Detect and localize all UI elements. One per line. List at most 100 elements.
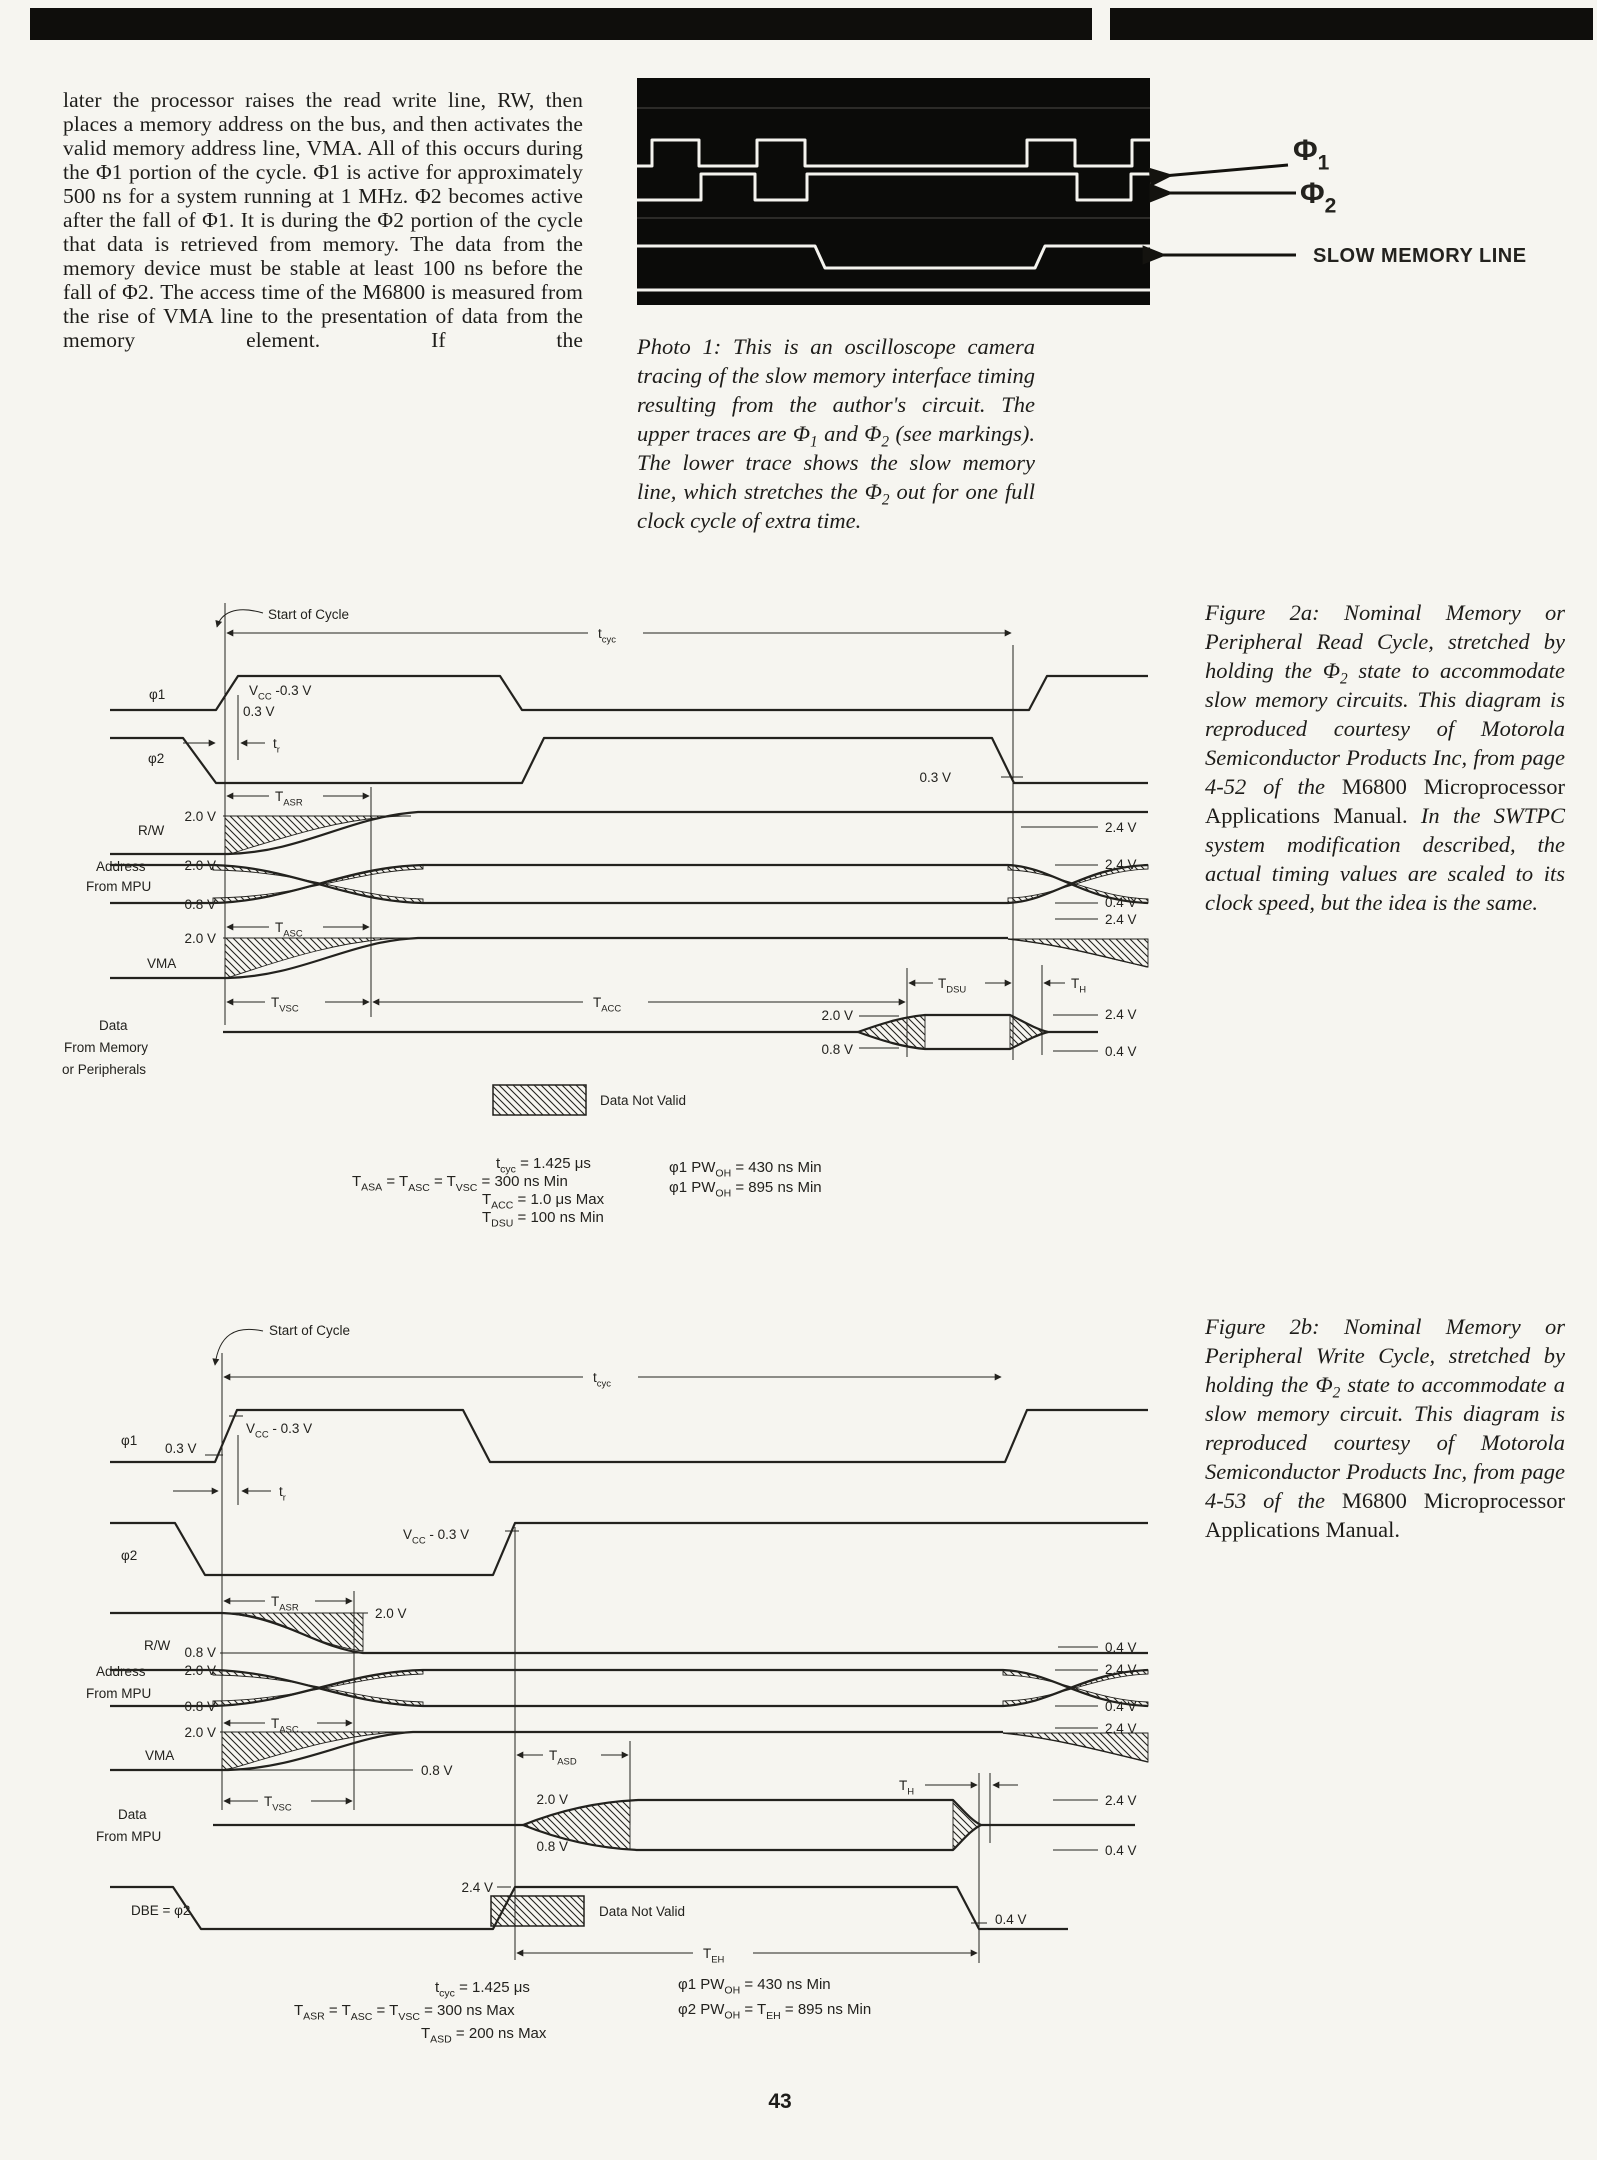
svg-text:2.0 V: 2.0 V (536, 1792, 568, 1807)
svg-text:0.8 V: 0.8 V (421, 1763, 453, 1778)
svg-text:Data: Data (118, 1807, 147, 1822)
svg-text:TVSC: TVSC (264, 1794, 292, 1813)
svg-text:2.0 V: 2.0 V (184, 931, 216, 946)
photo-label-slow-memory: SLOW MEMORY LINE (1313, 245, 1527, 267)
fig2a-legend: Data Not Valid (492, 1084, 686, 1116)
fig2b-legend: Data Not Valid (490, 1895, 685, 1927)
fig2b-address-row: Address From MPU 2.0 V 0.8 V 2.4 V 0.4 V (86, 1662, 1149, 1714)
svg-text:φ1 PWOH = 430 ns Min: φ1 PWOH = 430 ns Min (669, 1159, 822, 1180)
svg-text:Address: Address (96, 1664, 146, 1679)
svg-text:0.4 V: 0.4 V (1105, 1640, 1137, 1655)
fig2b-tcyc-dimension: tcyc (223, 1370, 1002, 1389)
trace-phi1 (637, 138, 1150, 168)
fig2a-caption: Figure 2a: Nominal Memory or Peripheral … (1205, 600, 1566, 915)
fig2a-tasc-dimension: TASC (226, 920, 370, 939)
svg-text:0.8 V: 0.8 V (821, 1042, 853, 1057)
fig2b-phi1-row: φ1 0.3 V VCC - 0.3 V tr (110, 1408, 1148, 1503)
svg-text:φ1: φ1 (149, 687, 165, 702)
fig2a-equations: tcyc = 1.425 μs TASA = TASC = TVSC = 300… (352, 1155, 822, 1230)
svg-text:tr: tr (273, 736, 280, 755)
fig2b-tasd-dimension: TASD (516, 1748, 629, 1767)
svg-text:φ1 PWOH = 895 ns Min: φ1 PWOH = 895 ns Min (669, 1179, 822, 1200)
fig2b-dbe-row: DBE = φ2 2.4 V 0.4 V (110, 1880, 1068, 1931)
svg-text:tcyc: tcyc (593, 1370, 611, 1389)
svg-text:2.4 V: 2.4 V (1105, 820, 1137, 835)
top-rule-right (1110, 8, 1593, 40)
svg-text:TASR: TASR (275, 789, 303, 808)
svg-text:TEH: TEH (703, 1946, 725, 1965)
svg-text:0.4 V: 0.4 V (1105, 1044, 1137, 1059)
fig2b-tasr-dimension: TASR (223, 1594, 353, 1613)
svg-text:0.8 V: 0.8 V (536, 1839, 568, 1854)
fig2b-start-arrow (212, 1328, 264, 1366)
svg-text:TASR = TASC = TVSC = 300 ns Ma: TASR = TASC = TVSC = 300 ns Max (294, 2002, 515, 2023)
svg-text:VCC -0.3 V: VCC -0.3 V (249, 683, 311, 702)
fig2b-teh-dimension: TEH (516, 1946, 978, 1965)
phi1-arrow (1148, 163, 1289, 187)
svg-text:0.4 V: 0.4 V (995, 1912, 1027, 1927)
svg-text:0.3 V: 0.3 V (165, 1441, 197, 1456)
fig2a-phi2-row: φ2 0.3 V (110, 736, 1148, 785)
svg-text:2.4 V: 2.4 V (461, 1880, 493, 1895)
svg-text:Address: Address (96, 859, 146, 874)
svg-text:φ1: φ1 (121, 1433, 137, 1448)
svg-text:TASC: TASC (271, 1716, 299, 1735)
svg-text:Data: Data (99, 1018, 128, 1033)
svg-text:2.0 V: 2.0 V (184, 1725, 216, 1740)
fig2a-address-row: Address From MPU 2.0 V 0.8 V 2.4 V 0.4 V (86, 857, 1149, 912)
svg-text:DBE = φ2: DBE = φ2 (131, 1903, 190, 1918)
article-body: later the processor raises the read writ… (63, 88, 583, 352)
svg-text:φ1 PWOH = 430 ns Min: φ1 PWOH = 430 ns Min (678, 1976, 831, 1997)
svg-text:φ2: φ2 (148, 751, 164, 766)
fig2b-equations: tcyc = 1.425 μs TASR = TASC = TVSC = 300… (294, 1976, 871, 2046)
svg-text:Data Not Valid: Data Not Valid (599, 1904, 685, 1919)
svg-text:0.4 V: 0.4 V (1105, 1699, 1137, 1714)
svg-text:0.3 V: 0.3 V (919, 770, 951, 785)
svg-text:VCC - 0.3 V: VCC - 0.3 V (403, 1527, 469, 1546)
page-number: 43 (768, 2090, 792, 2113)
svg-text:2.4 V: 2.4 V (1105, 1007, 1137, 1022)
svg-text:From MPU: From MPU (96, 1829, 161, 1844)
photo-labels: Φ1 Φ2 SLOW MEMORY LINE (1142, 134, 1527, 267)
svg-text:TACC = 1.0 μs Max: TACC = 1.0 μs Max (482, 1191, 605, 1212)
fig2a-data-row: Data From Memory or Peripherals 2.0 V 0.… (62, 1007, 1137, 1077)
svg-text:0.4 V: 0.4 V (1105, 1843, 1137, 1858)
fig2b-phi2-row: φ2 VCC - 0.3 V (110, 1521, 1148, 1577)
fig2a-tcyc-dimension: tcyc (226, 626, 1012, 645)
fig2b-tvsc-dimension: TVSC (223, 1794, 353, 1813)
fig2a-diagram: Start of Cycle tcyc φ1 VCC -0.3 V 0.3 V … (62, 603, 1149, 1230)
svg-text:TDSU = 100 ns Min: TDSU = 100 ns Min (482, 1209, 604, 1230)
svg-text:2.4 V: 2.4 V (1105, 857, 1137, 872)
svg-text:From Memory: From Memory (64, 1040, 148, 1055)
fig2a-rw-row: R/W 2.0 V 2.4 V (110, 809, 1148, 856)
svg-text:2.4 V: 2.4 V (1105, 1721, 1137, 1736)
fig2b-data-row: Data From MPU 2.0 V 0.8 V 2.4 V 0.4 V (96, 1792, 1137, 1858)
svg-text:0.4 V: 0.4 V (1105, 895, 1137, 910)
svg-text:0.8 V: 0.8 V (184, 1645, 216, 1660)
fig2a-timing-dimensions: TVSC TACC TDSU TH (226, 976, 1086, 1014)
svg-text:TDSU: TDSU (938, 976, 966, 995)
svg-text:TASR: TASR (271, 1594, 299, 1613)
photo-label-phi2: Φ2 (1300, 177, 1336, 217)
svg-text:2.0 V: 2.0 V (184, 809, 216, 824)
svg-text:TASD: TASD (549, 1748, 577, 1767)
fig2b-caption: Figure 2b: Nominal Memory or Peripheral … (1205, 1314, 1566, 1542)
svg-text:TH: TH (1071, 976, 1086, 995)
svg-text:0.8 V: 0.8 V (184, 897, 216, 912)
fig2a-start-arrow (215, 609, 264, 628)
svg-text:TACC: TACC (593, 995, 621, 1014)
svg-text:tcyc = 1.425 μs: tcyc = 1.425 μs (435, 1979, 530, 2000)
svg-text:0.3 V: 0.3 V (243, 704, 275, 719)
svg-text:or Peripherals: or Peripherals (62, 1062, 146, 1077)
fig2b-rw-row: R/W 2.0 V 0.8 V 0.4 V (110, 1606, 1148, 1660)
svg-text:From MPU: From MPU (86, 1686, 151, 1701)
svg-text:TASA = TASC = TVSC = 300 ns Mi: TASA = TASC = TVSC = 300 ns Min (352, 1173, 568, 1194)
svg-text:VMA: VMA (147, 956, 176, 971)
svg-text:2.4 V: 2.4 V (1105, 1662, 1137, 1677)
svg-text:Data Not Valid: Data Not Valid (600, 1093, 686, 1108)
svg-text:TASD = 200 ns Max: TASD = 200 ns Max (421, 2025, 547, 2046)
svg-text:tr: tr (279, 1484, 286, 1503)
svg-text:TH: TH (899, 1778, 914, 1797)
svg-text:2.4 V: 2.4 V (1105, 1793, 1137, 1808)
